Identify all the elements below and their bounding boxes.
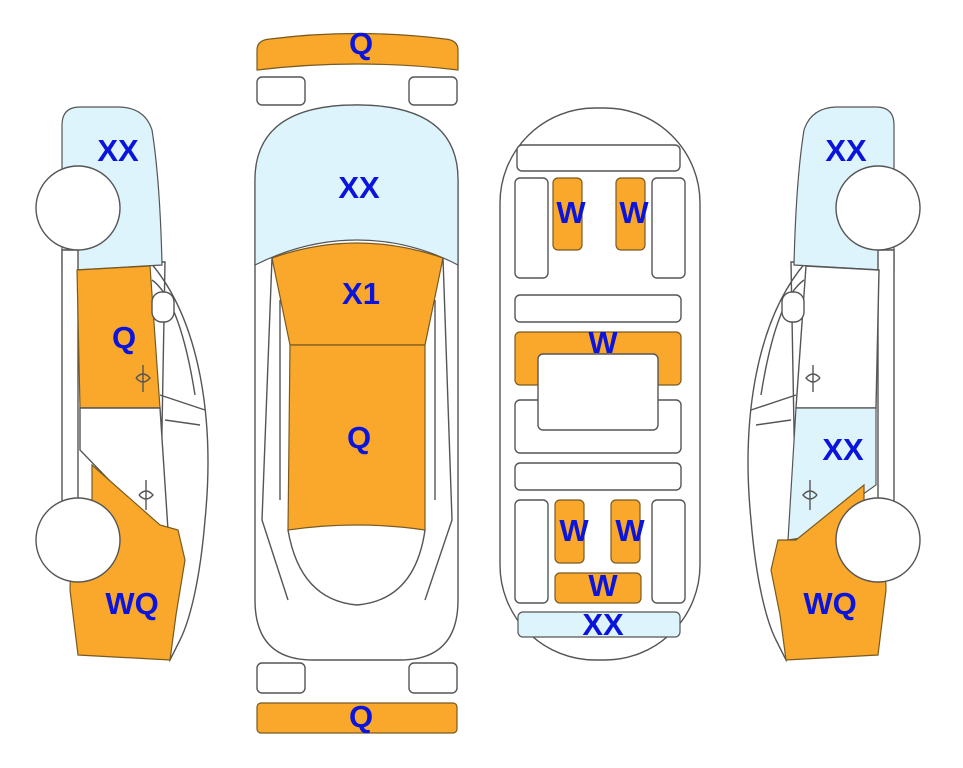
label-roof: Q — [347, 420, 371, 455]
underbody-rear-bar — [514, 462, 682, 491]
label-underbody-rear-end: XX — [582, 607, 624, 642]
underbody-center-plate — [537, 353, 659, 431]
left-mirror — [151, 291, 175, 323]
label-underbody-front-left: W — [556, 195, 586, 230]
label-underbody-front-right: W — [619, 195, 649, 230]
mirror-front-left — [256, 76, 306, 106]
label-right-rear-fender: WQ — [803, 586, 856, 621]
right-front-wheel — [835, 165, 921, 251]
right-mirror — [781, 291, 805, 323]
left-front-wheel — [35, 165, 121, 251]
underbody-front-right-rail — [651, 177, 686, 279]
rear-window — [287, 529, 426, 606]
mirror-front-right — [408, 76, 458, 106]
underbody-rear-right — [610, 499, 641, 564]
right-side-view: XX XX WQ — [747, 106, 921, 663]
right-door-handle-front — [805, 365, 821, 392]
left-door-handle-rear — [138, 480, 154, 510]
right-door-handle-rear — [802, 480, 818, 510]
label-underbody-middle: W — [588, 325, 618, 360]
left-body-strip — [61, 249, 79, 521]
underbody-rear-cross — [554, 572, 642, 604]
mirror-rear-right — [408, 662, 458, 694]
right-rear-wheel — [835, 497, 921, 583]
rear-bumper — [256, 702, 458, 734]
left-rear-wheel — [35, 497, 121, 583]
label-left-front: XX — [97, 133, 139, 168]
underbody-rear-end — [517, 611, 681, 638]
underbody-front-bar — [516, 144, 681, 172]
underbody-rear-left — [554, 499, 585, 564]
label-underbody-rear-cross: W — [588, 568, 618, 603]
left-window-line — [151, 279, 206, 426]
underbody-front-left-rail — [514, 177, 549, 279]
right-window-line — [750, 279, 805, 426]
label-hood: X1 — [342, 276, 380, 311]
label-left-rear-fender: WQ — [105, 586, 158, 621]
label-rear-bumper: Q — [349, 699, 373, 734]
underbody-rear-right-rail — [651, 499, 686, 604]
label-right-front: XX — [825, 133, 867, 168]
label-windshield: XX — [338, 170, 380, 205]
mirror-rear-left — [256, 662, 306, 694]
label-underbody-rear-left: W — [559, 513, 589, 548]
underbody-rear-left-rail — [514, 499, 549, 604]
hood — [271, 242, 444, 346]
underbody-view: W W W W W W XX — [499, 107, 701, 661]
label-front-bumper: Q — [349, 26, 373, 61]
left-door-handle-front — [135, 365, 151, 392]
label-right-rear-door: XX — [822, 432, 864, 467]
right-front-door — [795, 265, 880, 409]
underbody-mid-bar — [514, 294, 682, 323]
right-body-strip — [877, 249, 895, 521]
label-left-front-door: Q — [112, 320, 136, 355]
left-side-view: XX Q WQ — [35, 106, 209, 663]
windshield — [254, 104, 459, 266]
side-lines — [261, 257, 453, 601]
front-bumper — [256, 32, 459, 71]
roof — [287, 344, 426, 531]
underbody-front-left — [552, 177, 583, 251]
label-underbody-rear-right: W — [615, 513, 645, 548]
top-view: Q XX X1 Q Q — [254, 26, 459, 734]
underbody-front-right — [615, 177, 646, 251]
